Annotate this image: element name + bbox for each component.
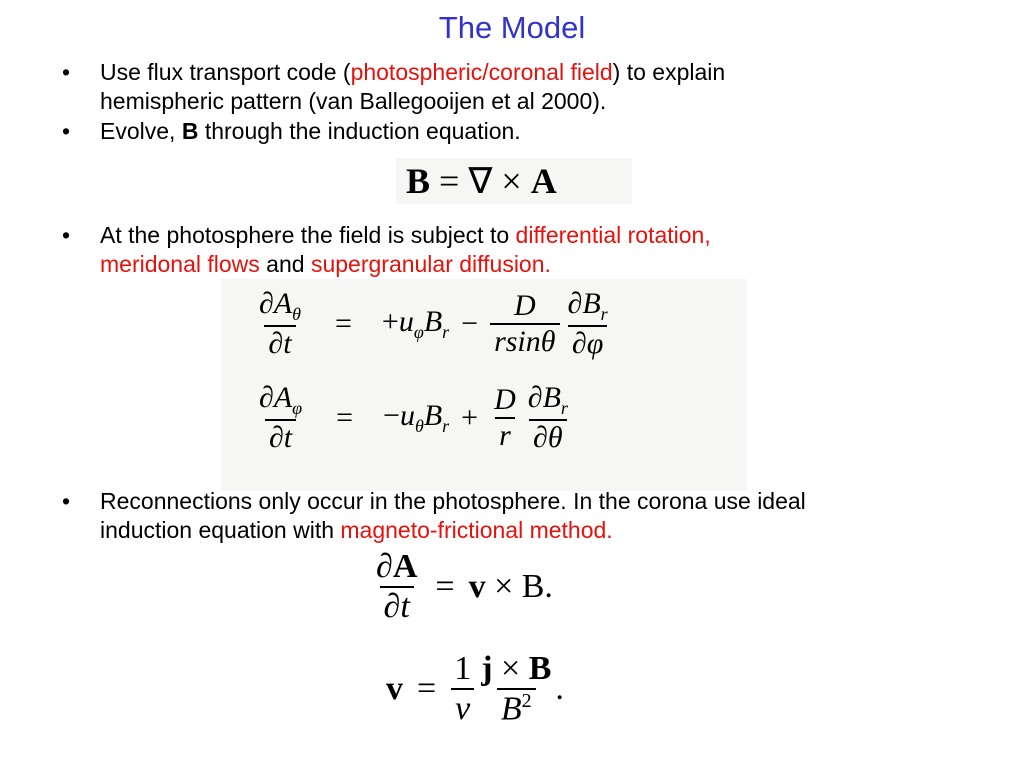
bullet-4-highlight: magneto-frictional method. (340, 517, 613, 543)
bullet-1-line2: hemispheric pattern (van Ballegooijen et… (100, 88, 607, 114)
bullet-marker: • (62, 488, 71, 514)
equation-curl: B = ∇ × A (406, 161, 557, 201)
equation-induction: ∂A∂t = v × B. (376, 548, 553, 625)
bullet-1-text: Use flux transport code (photospheric/co… (100, 58, 1000, 116)
bullet-4-pre: induction equation with (100, 517, 341, 543)
bullet-marker: • (62, 118, 71, 144)
bullet-3-text: At the photosphere the field is subject … (100, 221, 1000, 279)
bullet-3-highlight-2: meridonal flows (100, 251, 260, 277)
bullet-3-mid: and (259, 251, 311, 277)
bullet-1-pre: Use flux transport code ( (100, 59, 351, 85)
bullet-1-post: ) to explain (612, 59, 726, 85)
bullet-4-line1: Reconnections only occur in the photosph… (100, 488, 806, 514)
bullet-3-highlight-3: supergranular diffusion. (310, 251, 551, 277)
bullet-1-highlight: photospheric/coronal field (350, 59, 613, 85)
bullet-marker: • (62, 59, 71, 85)
slide-title: The Model (438, 10, 586, 45)
bullet-2-post: through the induction equation. (198, 118, 521, 144)
bullet-3-pre: At the photosphere the field is subject … (100, 222, 516, 248)
bullet-2-text: Evolve, B through the induction equation… (100, 117, 1000, 146)
bullet-2-bold: B (181, 118, 199, 144)
bullet-3-highlight-1: differential rotation, (515, 222, 711, 248)
bullet-4-text: Reconnections only occur in the photosph… (100, 487, 1010, 545)
bullet-marker: • (62, 222, 71, 248)
equation-curl-image: B = ∇ × A (396, 158, 632, 204)
bullet-2-pre: Evolve, (100, 118, 182, 144)
